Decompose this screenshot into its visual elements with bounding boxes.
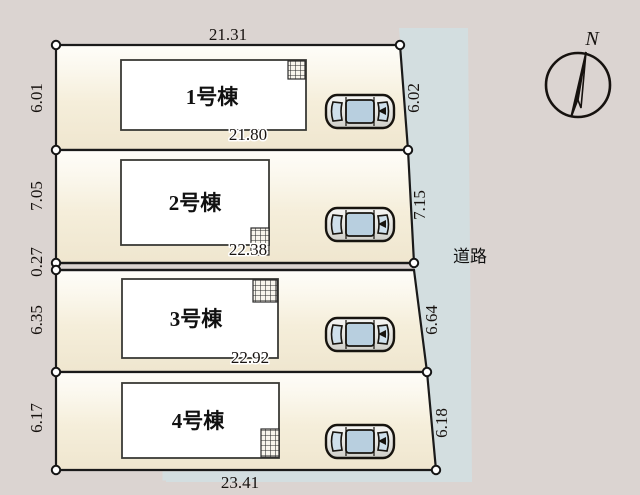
- dim-depth-21-80: 21.80: [229, 125, 267, 144]
- dim-bottom: 23.41: [221, 473, 259, 492]
- dim-right-6-64: 6.64: [422, 305, 441, 335]
- road-label: 道路: [453, 247, 487, 266]
- dim-depth-22-38: 22.38: [229, 240, 267, 259]
- house-2-label: 2号棟: [169, 191, 222, 215]
- house-2: [120, 159, 270, 256]
- dim-top: 21.31: [209, 25, 247, 44]
- dim-right-6-18: 6.18: [432, 408, 451, 438]
- house-1: [120, 59, 307, 131]
- car-top-view-icon-4: [324, 423, 396, 460]
- dim-left-6-17: 6.17: [27, 403, 46, 433]
- dim-right-6-02: 6.02: [404, 83, 423, 113]
- dim-left-6-35: 6.35: [27, 305, 46, 335]
- dim-left-0-27: 0.27: [27, 247, 46, 277]
- road-shape: [166, 28, 472, 482]
- compass-rose-icon: [544, 51, 612, 119]
- house-3: [121, 278, 279, 359]
- dim-right-7-15: 7.15: [410, 190, 429, 220]
- car-top-view-icon-2: [324, 206, 396, 243]
- house-4: [121, 382, 280, 459]
- dim-left-7-05: 7.05: [27, 181, 46, 211]
- house-1-label: 1号棟: [186, 85, 239, 109]
- house-3-label: 3号棟: [170, 307, 223, 331]
- car-top-view-icon-1: [324, 93, 396, 130]
- dim-depth-22-92: 22.92: [231, 348, 269, 367]
- vertex-markers: [50, 39, 442, 476]
- dim-left-6-01: 6.01: [27, 83, 46, 113]
- compass-north-label: N: [584, 28, 600, 50]
- house-4-label: 4号棟: [172, 409, 225, 433]
- car-top-view-icon-3: [324, 316, 396, 353]
